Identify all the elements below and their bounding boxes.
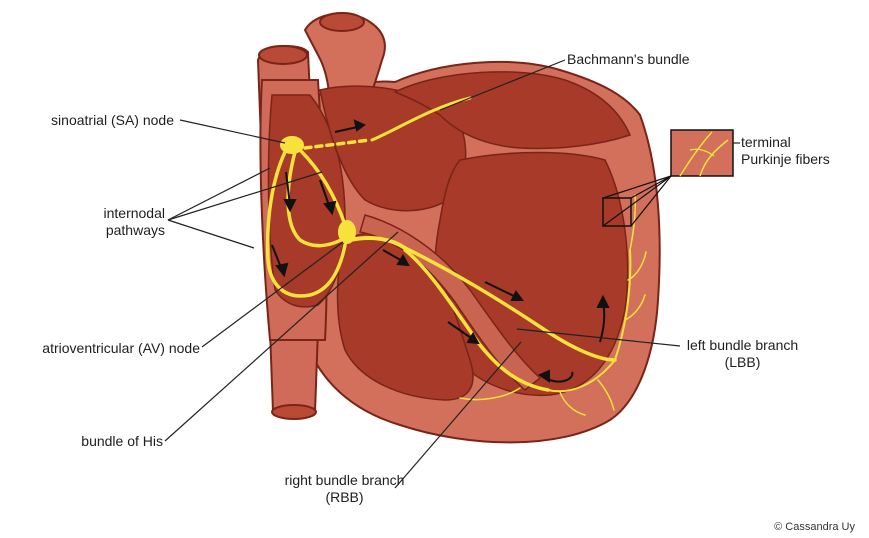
label-bachmann-bundle: Bachmann's bundle bbox=[567, 51, 690, 68]
label-internodal-line2: pathways bbox=[104, 222, 166, 239]
label-rbb-line1: right bundle branch bbox=[272, 472, 417, 489]
aorta-opening bbox=[320, 13, 364, 31]
label-rbb-line2: (RBB) bbox=[272, 489, 417, 506]
label-lbb-line1: left bundle branch bbox=[680, 337, 805, 354]
label-internodal-pathways: internodal pathways bbox=[104, 205, 166, 239]
label-av-node: atrioventricular (AV) node bbox=[42, 340, 200, 357]
ivc-opening bbox=[272, 405, 316, 419]
leader-internodal-1 bbox=[168, 168, 270, 220]
label-terminal-purkinje-fibers: terminal Purkinje fibers bbox=[741, 134, 830, 168]
inferior-vena-cava bbox=[270, 330, 318, 412]
heart bbox=[258, 13, 660, 442]
label-sa-node: sinoatrial (SA) node bbox=[51, 112, 174, 129]
label-lbb-line2: (LBB) bbox=[680, 354, 805, 371]
label-internodal-line1: internodal bbox=[104, 205, 166, 222]
svc-opening bbox=[259, 46, 307, 64]
label-bundle-of-his: bundle of His bbox=[81, 433, 163, 450]
label-left-bundle-branch: left bundle branch (LBB) bbox=[680, 337, 805, 371]
leader-internodal-3 bbox=[168, 220, 254, 248]
copyright-credit: © Cassandra Uy bbox=[774, 521, 855, 533]
label-purkinje-line1: terminal bbox=[741, 134, 830, 151]
label-purkinje-line2: Purkinje fibers bbox=[741, 151, 830, 168]
label-right-bundle-branch: right bundle branch (RBB) bbox=[272, 472, 417, 506]
